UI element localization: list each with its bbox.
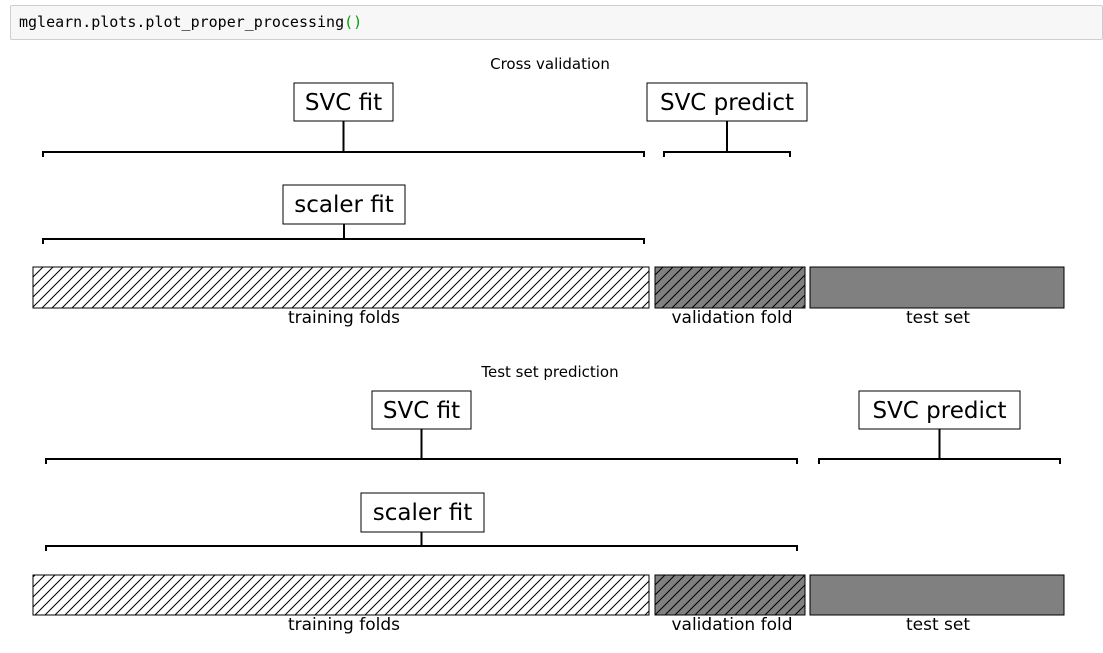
code-text: mglearn.plots.plot_proper_processing	[19, 13, 345, 31]
svc-predict-bracket	[663, 121, 791, 157]
test-set-label: test set	[906, 308, 970, 328]
scaler-fit-label: scaler fit	[373, 500, 473, 526]
svc-fit-box	[371, 390, 472, 430]
training-folds-label: training folds	[288, 615, 400, 635]
svc-predict-label: SVC predict	[660, 90, 794, 116]
panel-title: Cross validation	[490, 55, 610, 73]
scaler-fit-box	[282, 184, 406, 225]
training-folds-label: training folds	[288, 308, 400, 328]
validation-fold-label: validation fold	[671, 615, 792, 635]
scaler-fit-bracket	[42, 224, 645, 244]
scaler-fit-annotation: scaler fit	[42, 184, 645, 244]
svc-predict-box	[646, 82, 808, 122]
svc-fit-label: SVC fit	[383, 398, 460, 424]
code-cell[interactable]: mglearn.plots.plot_proper_processing()	[10, 5, 1103, 40]
test-set-label: test set	[906, 615, 970, 635]
svc-fit-bracket	[45, 429, 798, 464]
test-set-segment	[809, 266, 1065, 309]
svc-predict-label: SVC predict	[872, 398, 1006, 424]
svc-fit-bracket	[42, 121, 645, 157]
svc-predict-bracket	[818, 429, 1061, 464]
training-folds-segment	[32, 574, 650, 616]
data-split-bar: training folds validation fold test set	[32, 574, 1065, 635]
scaler-fit-annotation: scaler fit	[45, 492, 798, 551]
svc-predict-annotation: SVC predict	[818, 390, 1061, 464]
svc-fit-annotation: SVC fit	[42, 82, 645, 157]
test-set-segment	[809, 574, 1065, 616]
validation-fold-label: validation fold	[671, 308, 792, 328]
scaler-fit-bracket	[45, 532, 798, 551]
panel-cross-validation: Cross validation SVC fit SVC predict sca…	[32, 55, 1065, 328]
code-parens: ()	[344, 13, 363, 31]
validation-fold-hatch	[654, 574, 806, 616]
scaler-fit-label: scaler fit	[294, 192, 394, 218]
data-split-bar: training folds validation fold test set	[32, 266, 1065, 328]
validation-fold-hatch	[654, 266, 806, 309]
svc-fit-label: SVC fit	[305, 90, 382, 116]
svc-fit-annotation: SVC fit	[45, 390, 798, 464]
panel-title: Test set prediction	[480, 363, 618, 381]
code-line: mglearn.plots.plot_proper_processing()	[19, 13, 362, 31]
panel-test-set-prediction: Test set prediction SVC fit SVC predict …	[32, 363, 1065, 635]
svc-predict-annotation: SVC predict	[646, 82, 808, 157]
training-folds-segment	[32, 266, 650, 309]
svc-fit-box	[293, 82, 394, 122]
